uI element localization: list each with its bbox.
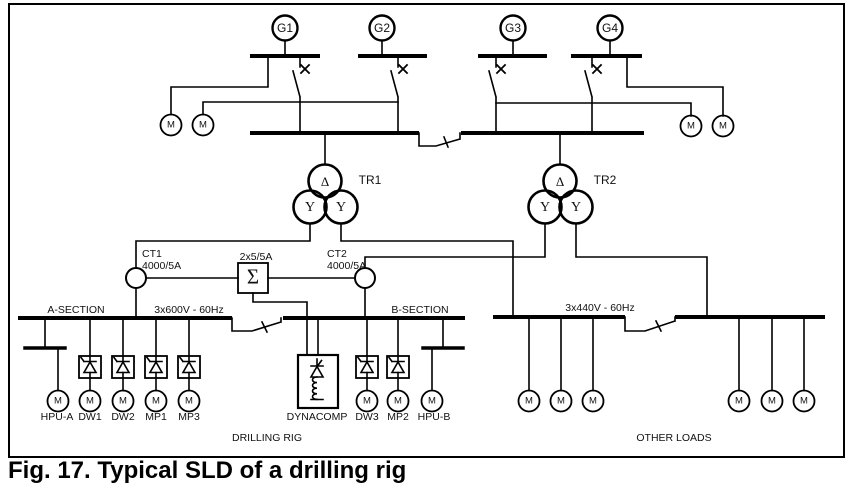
load-mp3-label: MP3 — [178, 411, 200, 423]
ct1-name: CT1 — [142, 248, 162, 260]
motor-label: M — [525, 395, 533, 407]
tr1-wye-winding-label: Y — [304, 200, 316, 215]
ct2-name: CT2 — [327, 248, 347, 260]
drive-feeders — [78, 317, 410, 413]
tr1-wye-winding-label: Y — [335, 200, 347, 215]
motor-label: M — [589, 395, 597, 407]
motor-label: M — [119, 395, 127, 407]
load-dw3-label: DW3 — [355, 411, 379, 423]
ct1-label: CT1 4000/5A — [142, 248, 182, 272]
motor-label: M — [719, 120, 727, 132]
ct2-label: CT2 4000/5A — [327, 248, 367, 272]
summation-ct-circuit — [145, 262, 356, 356]
load-mp2-label: MP2 — [387, 411, 409, 423]
auxiliary-motor-feeders — [159, 55, 735, 138]
hpu-b-feeder — [420, 317, 465, 413]
generator-g1-label: G1 — [276, 21, 294, 35]
load-hpu-b-label: HPU-B — [417, 411, 451, 423]
motor-label: M — [735, 395, 743, 407]
hpu-a-feeder — [23, 317, 70, 413]
other-load-feeders — [517, 316, 816, 413]
other-loads-area-label: OTHER LOADS — [636, 432, 712, 444]
generator-g4-label: G4 — [601, 21, 619, 35]
tr2-wye-winding-label: Y — [570, 200, 582, 215]
generator-breakers — [292, 55, 603, 134]
summation-ct-sigma-symbol: Σ — [246, 264, 260, 289]
load-mp1-label: MP1 — [145, 411, 167, 423]
tr2-wye-winding-label: Y — [539, 200, 551, 215]
motor-label: M — [428, 395, 436, 407]
transformer-tr2 — [364, 132, 708, 319]
motor-label: M — [152, 395, 160, 407]
ct2-ratio: 4000/5A — [327, 259, 367, 272]
motor-label: M — [557, 395, 565, 407]
motor-label: M — [687, 120, 695, 132]
motor-label: M — [363, 395, 371, 407]
motor-label: M — [185, 395, 193, 407]
a-section-bus-label: A-SECTION — [47, 304, 105, 316]
figure-caption: Fig. 17. Typical SLD of a drilling rig — [8, 457, 407, 484]
drilling-rig-area-label: DRILLING RIG — [231, 432, 303, 444]
main-bus-tie-breaker — [418, 132, 461, 149]
b-section-bus-label: B-SECTION — [391, 304, 449, 316]
motor-label: M — [86, 395, 94, 407]
load-dynacomp-label: DYNACOMP — [286, 411, 348, 423]
summation-ct-ratio-label: 2x5/5A — [239, 251, 273, 263]
load-dw1-label: DW1 — [78, 411, 102, 423]
dynacomp-unit — [296, 317, 340, 410]
motor-label: M — [768, 395, 776, 407]
motor-label: M — [800, 395, 808, 407]
motor-label: M — [199, 119, 207, 131]
transformer-tr1-label: TR1 — [358, 173, 382, 187]
tr1-delta-winding-label: Δ — [320, 174, 330, 189]
bus-600v-tie-breaker — [231, 317, 283, 334]
generator-g2-label: G2 — [373, 21, 391, 35]
transformer-tr1 — [135, 132, 514, 319]
bus-440v-tie-breaker — [624, 316, 677, 333]
load-dw2-label: DW2 — [111, 411, 135, 423]
sld-diagram-page: { "generators": [ {"label": "G1"}, {"lab… — [8, 3, 845, 484]
tr2-delta-winding-label: Δ — [555, 174, 565, 189]
600v-bus-label: 3x600V - 60Hz — [154, 304, 224, 316]
motor-label: M — [54, 395, 62, 407]
diagram-border — [8, 3, 845, 458]
transformer-tr2-label: TR2 — [593, 173, 617, 187]
load-hpu-a-label: HPU-A — [40, 411, 74, 423]
motor-label: M — [167, 119, 175, 131]
generator-symbols — [271, 14, 624, 57]
ct1-ratio: 4000/5A — [142, 259, 182, 272]
wiring-diagram — [18, 14, 825, 413]
motor-label: M — [394, 395, 402, 407]
440v-bus-label: 3x440V - 60Hz — [565, 302, 635, 314]
generator-g3-label: G3 — [504, 21, 522, 35]
